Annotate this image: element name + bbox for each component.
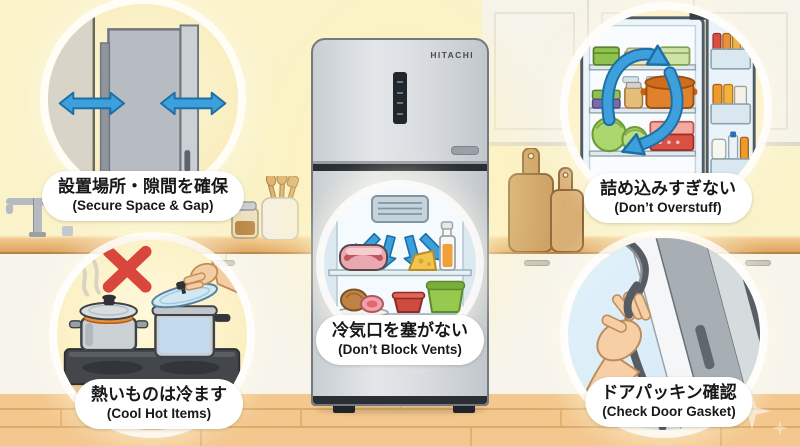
pot-right <box>151 257 247 359</box>
callout-label-en: (Don’t Overstuff) <box>614 200 722 215</box>
callout-label-jp: ドアパッキン確認 <box>601 383 737 402</box>
faucet-pipe <box>33 198 42 236</box>
door-seam <box>313 161 487 164</box>
callout-label-en: (Don’t Block Vents) <box>338 342 462 357</box>
fridge-control-panel <box>393 72 407 124</box>
callout-bubble-dont-overstuff: 詰め込みすぎない (Don’t Overstuff) <box>584 173 752 223</box>
cold-air-vent <box>371 195 429 223</box>
callout-bubble-cool-hot-items: 熱いものは冷ます (Cool Hot Items) <box>75 379 243 429</box>
x-mark-icon <box>102 245 152 293</box>
callout-label-jp: 熱いものは冷ます <box>91 385 227 404</box>
faucet-spout-tip <box>6 205 13 214</box>
callout-bubble-secure-space: 設置場所・隙間を確保 (Secure Space & Gap) <box>42 171 244 221</box>
control-indicator <box>397 113 403 116</box>
control-indicator <box>397 91 403 94</box>
fridge-shadow <box>316 406 486 414</box>
juice-bottle <box>439 221 456 271</box>
faucet-spout <box>6 198 36 205</box>
fridge-foot <box>333 404 355 413</box>
floor-seam <box>720 428 722 446</box>
control-indicator <box>397 102 403 105</box>
door-gap <box>313 164 487 171</box>
vents-illustration <box>324 188 476 340</box>
gap-arrow-right-icon <box>160 91 227 116</box>
ham <box>360 295 384 313</box>
circulation-arrows-icon <box>601 44 684 156</box>
control-indicator <box>397 80 403 83</box>
drawer-handle <box>745 260 771 266</box>
green-container <box>425 280 466 313</box>
floor-seam <box>60 410 62 426</box>
gap-arrow-left-icon <box>58 91 125 116</box>
floor-seam <box>200 428 202 446</box>
faucet-base <box>29 232 46 237</box>
callout-label-jp: 詰め込みすぎない <box>600 179 736 198</box>
freezer-door: HITACHI <box>313 40 487 161</box>
fridge-shelf <box>588 107 697 114</box>
fridge-base <box>313 396 487 404</box>
floor-seam <box>470 428 472 446</box>
fridge-foot <box>453 404 475 413</box>
overstuff-illustration <box>580 10 756 206</box>
meat <box>339 244 388 271</box>
steam <box>80 259 101 297</box>
cheese <box>408 250 437 271</box>
callout-label-en: (Cool Hot Items) <box>106 406 212 421</box>
fridge-shelf <box>328 269 472 277</box>
callout-label-en: (Secure Space & Gap) <box>72 198 214 213</box>
callout-label-en: (Check Door Gasket) <box>602 404 736 419</box>
callout-label-jp: 設置場所・隙間を確保 <box>58 177 228 196</box>
callout-circle-dont-block-vents <box>324 188 476 340</box>
callout-bubble-check-gasket: ドアパッキン確認 (Check Door Gasket) <box>585 377 753 427</box>
red-bowl <box>391 291 426 313</box>
callout-label-jp: 冷気口を塞がない <box>332 321 468 340</box>
callout-bubble-dont-block-vents: 冷気口を塞がない (Don’t Block Vents) <box>316 315 484 365</box>
callout-circle-secure-space <box>48 4 238 194</box>
soap-dispenser <box>62 226 73 236</box>
freezer-handle <box>451 146 479 155</box>
hot-pot-left <box>68 259 149 352</box>
secure-space-illustration <box>48 4 227 194</box>
gasket-gripped <box>623 281 641 319</box>
brand-logo: HITACHI <box>430 50 474 60</box>
